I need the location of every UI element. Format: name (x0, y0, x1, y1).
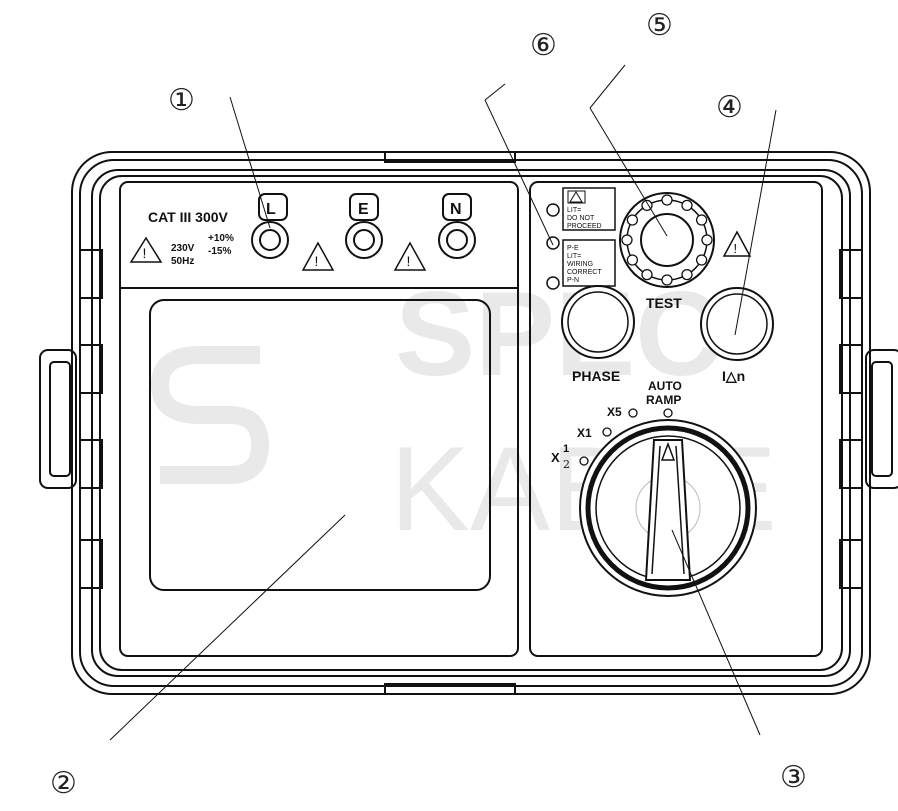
left-panel (119, 181, 519, 657)
range-x5-label: X5 (607, 405, 622, 419)
svg-text:!: ! (734, 241, 738, 256)
range-auto-label: AUTO (648, 379, 682, 393)
indicator-box-danger: LIT= DO NOT PROCEED (546, 187, 616, 231)
warning-icon (567, 190, 586, 204)
range-half-base: X (551, 450, 560, 465)
leader-lines (109, 64, 777, 741)
indicator-pe-label: P-E (567, 245, 579, 252)
range-position-auto-ramp (663, 408, 673, 418)
cat-rating-label: CAT III 300V (148, 209, 229, 225)
range-x1-label: X1 (577, 426, 592, 440)
voltage-label: 230V (171, 243, 195, 254)
terminal-e[interactable]: E (345, 193, 383, 259)
svg-text:!: ! (407, 253, 411, 269)
range-ramp-label: RAMP (646, 393, 681, 407)
svg-text:!: ! (143, 245, 147, 261)
frequency-label: 50Hz (171, 256, 194, 267)
warning-icon: ! (301, 241, 335, 271)
indicator-lit-label-1: LIT= (567, 207, 581, 214)
terminal-l[interactable]: L (251, 193, 289, 259)
phase-button-label: PHASE (572, 368, 620, 384)
tolerance-minus-label: -15% (208, 246, 231, 257)
svg-text:!: ! (315, 253, 319, 269)
right-panel (529, 181, 823, 657)
range-half-den: 2 (563, 458, 570, 471)
watermark-logo (150, 346, 270, 484)
callout-1: ① (168, 83, 195, 118)
phase-button[interactable] (561, 285, 635, 359)
housing (39, 151, 898, 695)
terminal-e-label: E (358, 201, 369, 218)
callout-4: ④ (716, 90, 743, 125)
indicator-wiring-label: WIRING (567, 261, 593, 268)
range-selector-knob[interactable] (579, 419, 757, 597)
range-half-num: 1 (563, 443, 569, 455)
indicator-box-wiring: P-E LIT= WIRING CORRECT P-N (546, 236, 616, 290)
warning-icon: ! (393, 241, 427, 271)
watermark-line1: SPEC (395, 267, 722, 401)
terminal-l-label: L (266, 201, 276, 218)
callout-2: ② (50, 766, 77, 801)
callout-5: ⑤ (646, 8, 673, 43)
test-button-label: TEST (646, 295, 682, 311)
indicator-lit-label-2: LIT= (567, 253, 581, 260)
range-position-x1 (602, 427, 612, 437)
range-position-x5 (628, 408, 638, 418)
tolerance-plus-label: +10% (208, 233, 234, 244)
indicator-do-not-label: DO NOT (567, 215, 595, 222)
knob-pointer-icon (660, 441, 676, 461)
indicator-proceed-label: PROCEED (567, 223, 602, 230)
terminal-n[interactable]: N (438, 193, 476, 259)
warning-icon: ! (722, 230, 752, 257)
display-screen (149, 299, 491, 591)
test-button[interactable] (619, 192, 715, 288)
idn-button-label: I△n (722, 368, 745, 384)
warning-icon: ! (129, 236, 163, 263)
range-position-half (579, 456, 589, 466)
callout-6: ⑥ (530, 28, 557, 63)
terminal-n-label: N (450, 201, 462, 218)
indicator-correct-label: CORRECT (567, 269, 602, 276)
callout-3: ③ (780, 760, 807, 795)
indicator-pn-label: P-N (567, 277, 579, 284)
